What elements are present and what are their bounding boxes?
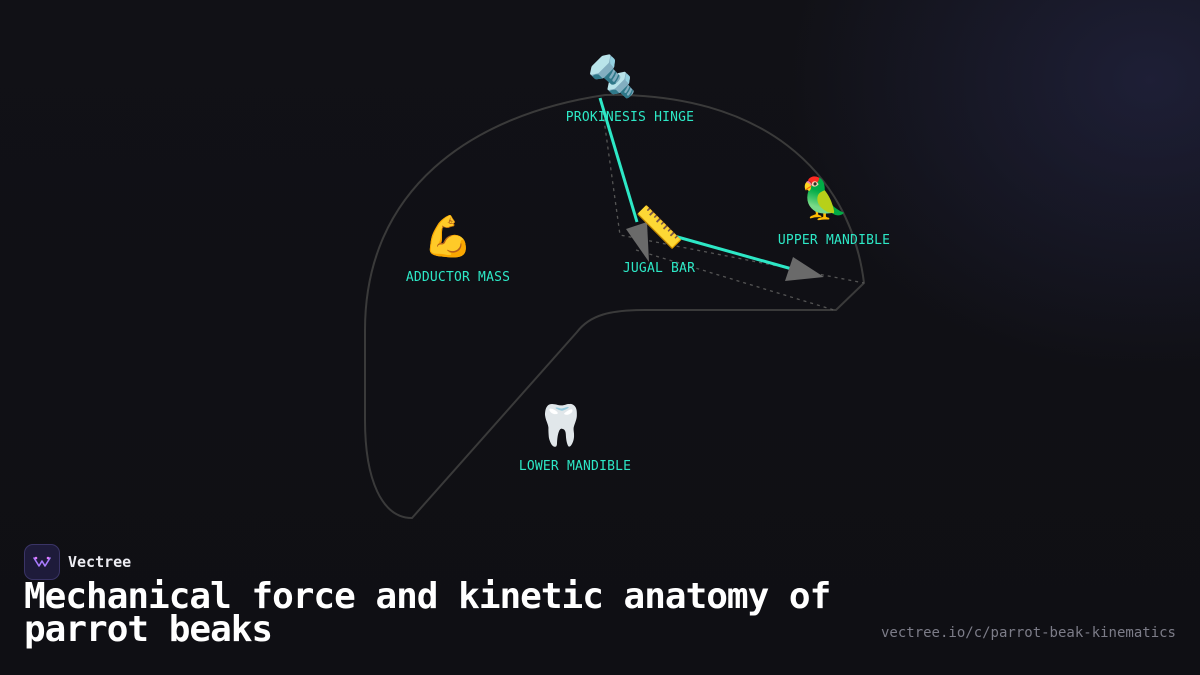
arrowhead-jugal (626, 222, 649, 262)
brand: Vectree (24, 544, 131, 580)
lower-mandible-label: LOWER MANDIBLE (518, 459, 632, 474)
force-line-jugal-to-upper (673, 234, 793, 271)
dashed-jugal-line (635, 249, 835, 311)
parrot-icon: 🦜 (799, 176, 849, 222)
flexed-biceps-icon: 💪 (423, 214, 473, 260)
source-url: vectree.io/c/parrot-beak-kinematics (880, 625, 1176, 641)
page-title: Mechanical force and kinetic anatomy of … (24, 576, 831, 650)
arrowhead-upper-mandible (785, 257, 824, 281)
jugal-bar-label: JUGAL BAR (622, 261, 696, 276)
prokinesis-hinge-label: PROKINESIS HINGE (565, 110, 695, 125)
head-outline (364, 93, 866, 520)
adductor-mass-label: ADDUCTOR MASS (405, 270, 511, 285)
upper-mandible-label: UPPER MANDIBLE (777, 233, 891, 248)
ruler-icon: 📏 (634, 205, 684, 251)
force-line-hinge-to-jugal (598, 97, 639, 223)
tooth-icon: 🦷 (536, 403, 586, 449)
bolt-hinge-icon: 🔩 (587, 54, 637, 100)
brand-name: Vectree (68, 553, 132, 571)
vectree-logo-icon (24, 544, 60, 580)
